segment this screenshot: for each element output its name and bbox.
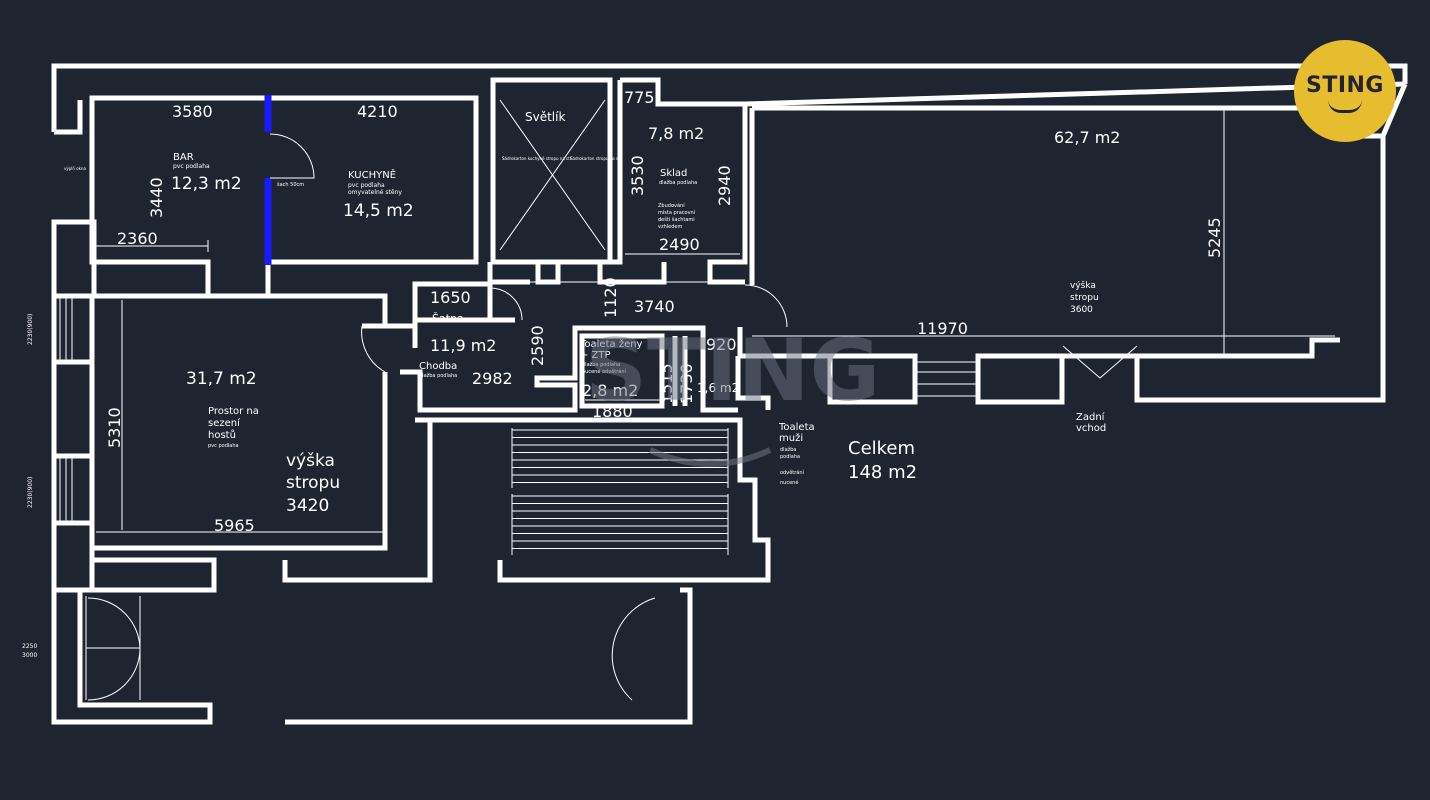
dim-2590: 2590 <box>528 325 547 366</box>
dim-920: 920 <box>706 335 737 354</box>
bar-sub: pvc podlaha <box>173 163 210 170</box>
dim-1880: 1880 <box>592 402 633 421</box>
seating-area: 31,7 m2 <box>186 369 257 389</box>
total-area: 148 m2 <box>848 462 917 483</box>
sting-logo: STING <box>1294 40 1396 142</box>
seating-height1: výška <box>286 451 335 471</box>
side-label-door-a: 2250 <box>22 643 37 650</box>
kitchen-sub1: pvc podlaha <box>348 182 385 189</box>
skylight-note-left: Sádrokarton kuchyně stropu na stř. <box>502 156 572 161</box>
corridor-sub: dlažba podlaha <box>419 372 457 379</box>
corridor-name: Chodba <box>419 361 457 372</box>
bar-area: 12,3 m2 <box>171 174 242 194</box>
seating-height2: stropu <box>286 473 340 493</box>
hall-height-label1: výška <box>1070 280 1096 291</box>
dim-4210: 4210 <box>357 102 398 121</box>
storage-note4: vzhledem <box>658 224 682 230</box>
toilet-men-name1: Toaleta <box>778 422 815 433</box>
shaft-note: šach 50cm <box>277 181 304 188</box>
hall-area: 62,7 m2 <box>1054 128 1120 147</box>
toilet-women-name1: Toaleta ženy <box>579 338 643 350</box>
toilet-men-sub1: dlažba <box>780 446 797 453</box>
side-label-window-mid: 2230(900) <box>27 477 34 508</box>
toilet-women-area: 2,8 m2 <box>582 381 638 400</box>
toilet-men-sub3: odvětrání <box>780 469 805 476</box>
toilet-women-name2: + ZTP <box>580 350 611 361</box>
dimension-lines <box>51 110 1335 700</box>
logo-smile-icon <box>1328 100 1362 113</box>
corridor-area: 11,9 m2 <box>430 336 496 355</box>
dim-2360: 2360 <box>117 229 158 248</box>
watermark: STING <box>585 321 880 467</box>
dim-11970: 11970 <box>917 319 968 338</box>
dim-1120: 1120 <box>601 277 620 318</box>
dim-1515: 1515 <box>657 363 676 404</box>
logo-text: STING <box>1305 73 1384 98</box>
back-entrance-line1: Zadní <box>1076 411 1106 423</box>
seating-height3: 3420 <box>286 496 329 516</box>
storage-name: Sklad <box>660 168 687 179</box>
toilet-men-sub4: nucené <box>780 479 798 486</box>
toilet-men-area: 1,6 m2 <box>697 381 739 395</box>
storage-area: 7,8 m2 <box>648 124 704 143</box>
room-labels: 3580 4210 775 BAR pvc podlaha 12,3 m2 34… <box>22 88 1224 659</box>
kitchen-area: 14,5 m2 <box>343 201 414 221</box>
door-swings <box>87 99 1138 701</box>
skylight-note-right: Sádrokarton stropu na stř. <box>570 156 622 161</box>
dim-1650: 1650 <box>430 288 471 307</box>
toilet-women-sub2: nucené odvětrání <box>582 368 627 375</box>
watermark-text: STING <box>585 321 880 421</box>
toilet-men-name2: muži <box>779 432 803 444</box>
hall-height-label2: stropu <box>1070 293 1099 303</box>
total-label: Celkem <box>848 438 915 459</box>
dim-3740: 3740 <box>634 297 675 316</box>
dim-3440: 3440 <box>147 177 166 218</box>
skylight-name: Světlík <box>525 110 565 124</box>
toilet-men-sub2: podlaha <box>780 454 800 460</box>
storage-note1: Zbudování <box>658 202 685 209</box>
dim-2490: 2490 <box>659 235 700 254</box>
seating-line1: Prostor na <box>208 406 259 417</box>
kitchen-sub2: omyvatelné stěny <box>348 189 402 196</box>
walls <box>51 63 1408 725</box>
side-label-door-b: 3000 <box>22 652 37 659</box>
dim-5310: 5310 <box>105 407 124 448</box>
dim-2940: 2940 <box>715 165 734 206</box>
dim-775: 775 <box>624 88 655 107</box>
dim-5965: 5965 <box>214 516 255 535</box>
storage-note3: dešti šachtami <box>658 216 695 223</box>
side-label-window-top: 2230(900) <box>27 314 34 345</box>
dim-1730: 1730 <box>677 363 696 404</box>
kitchen-name: KUCHYNĚ <box>348 168 396 181</box>
dim-5245: 5245 <box>1205 217 1224 258</box>
bar-name: BAR <box>173 152 194 163</box>
seating-line4: pvc podlaha <box>208 443 239 449</box>
toilet-women-sub1: dlažba podlaha <box>582 361 620 368</box>
seating-line2: sezení <box>208 417 241 429</box>
storage-sub: dlažba podlaha <box>659 179 697 186</box>
back-entrance-line2: vchod <box>1076 423 1106 434</box>
cloakroom-name: Šatna <box>432 312 464 325</box>
dim-3530: 3530 <box>628 155 647 196</box>
storage-note2: místa pracovní <box>658 209 696 216</box>
hall-height-value: 3600 <box>1070 305 1093 315</box>
seating-line3: hostů <box>208 429 236 441</box>
dim-2982: 2982 <box>472 369 513 388</box>
stairs <box>511 428 729 555</box>
side-label-left-wall: výplň okna <box>64 166 86 171</box>
dim-3580: 3580 <box>172 102 213 121</box>
